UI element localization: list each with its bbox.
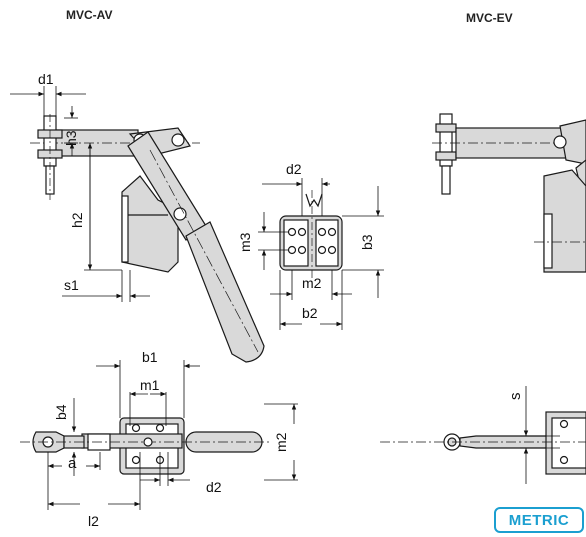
front-view	[279, 190, 343, 284]
dim-b4: b4	[53, 404, 69, 420]
dim-d2-top: d2	[286, 161, 302, 177]
mvc-av-top-dimension-lines	[47, 360, 298, 510]
dim-d1: d1	[38, 71, 54, 87]
dim-l2: l2	[88, 513, 99, 529]
mvc-ev-side-view	[432, 113, 586, 273]
metric-badge: METRIC	[494, 507, 584, 533]
dim-m2-bottom: m2	[273, 432, 289, 452]
dim-b1: b1	[142, 349, 158, 365]
dim-s: s	[507, 393, 524, 401]
dim-d2-bottom: d2	[206, 479, 222, 495]
dim-m3: m3	[237, 232, 253, 252]
dim-h3: h3	[63, 130, 79, 146]
dim-h2: h2	[69, 212, 85, 228]
title-mvc-av: MVC-AV	[66, 8, 113, 22]
title-mvc-ev: MVC-EV	[466, 11, 513, 25]
dim-m2-top: m2	[302, 275, 322, 291]
dim-b3: b3	[359, 234, 375, 250]
mvc-av-side-view	[30, 114, 265, 363]
dim-m1: m1	[140, 377, 160, 393]
dim-a: a	[68, 455, 77, 472]
dim-s1: s1	[64, 277, 79, 293]
mvc-ev-dimension-lines	[520, 386, 560, 484]
dim-b2: b2	[302, 305, 318, 321]
front-view-dimension-lines	[258, 178, 384, 330]
mvc-ev-top-view	[380, 411, 586, 475]
mvc-av-dimension-lines	[10, 86, 150, 302]
